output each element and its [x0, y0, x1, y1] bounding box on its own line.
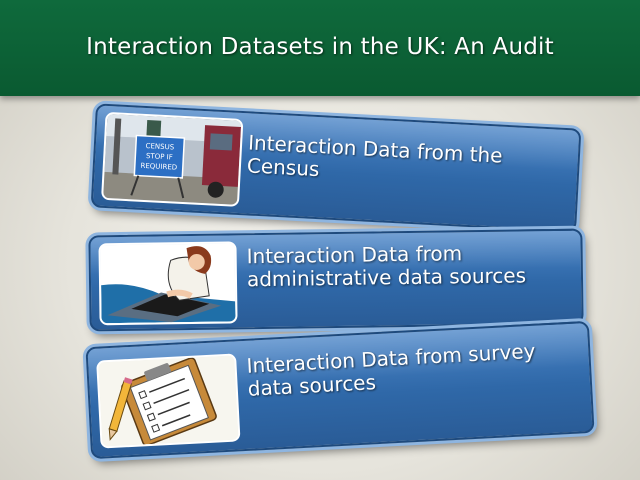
slide-title-bar: Interaction Datasets in the UK: An Audit	[0, 0, 640, 96]
clipboard-checklist-clipart	[96, 353, 241, 449]
sign-line-3: REQUIRED	[140, 162, 177, 172]
person-typing-clipart	[98, 241, 238, 326]
census-stop-sign-photo: CENSUS STOP IF REQUIRED	[101, 111, 244, 207]
sign-line-2: STOP IF	[146, 152, 173, 161]
card-administrative[interactable]: Interaction Data from administrative dat…	[88, 228, 584, 332]
card-survey[interactable]: Interaction Data from survey data source…	[85, 320, 595, 460]
card-census[interactable]: CENSUS STOP IF REQUIRED Interaction Data…	[90, 103, 582, 233]
card-administrative-label: Interaction Data from administrative dat…	[246, 241, 527, 292]
sign-line-1: CENSUS	[145, 142, 174, 152]
slide-title: Interaction Datasets in the UK: An Audit	[86, 34, 554, 60]
